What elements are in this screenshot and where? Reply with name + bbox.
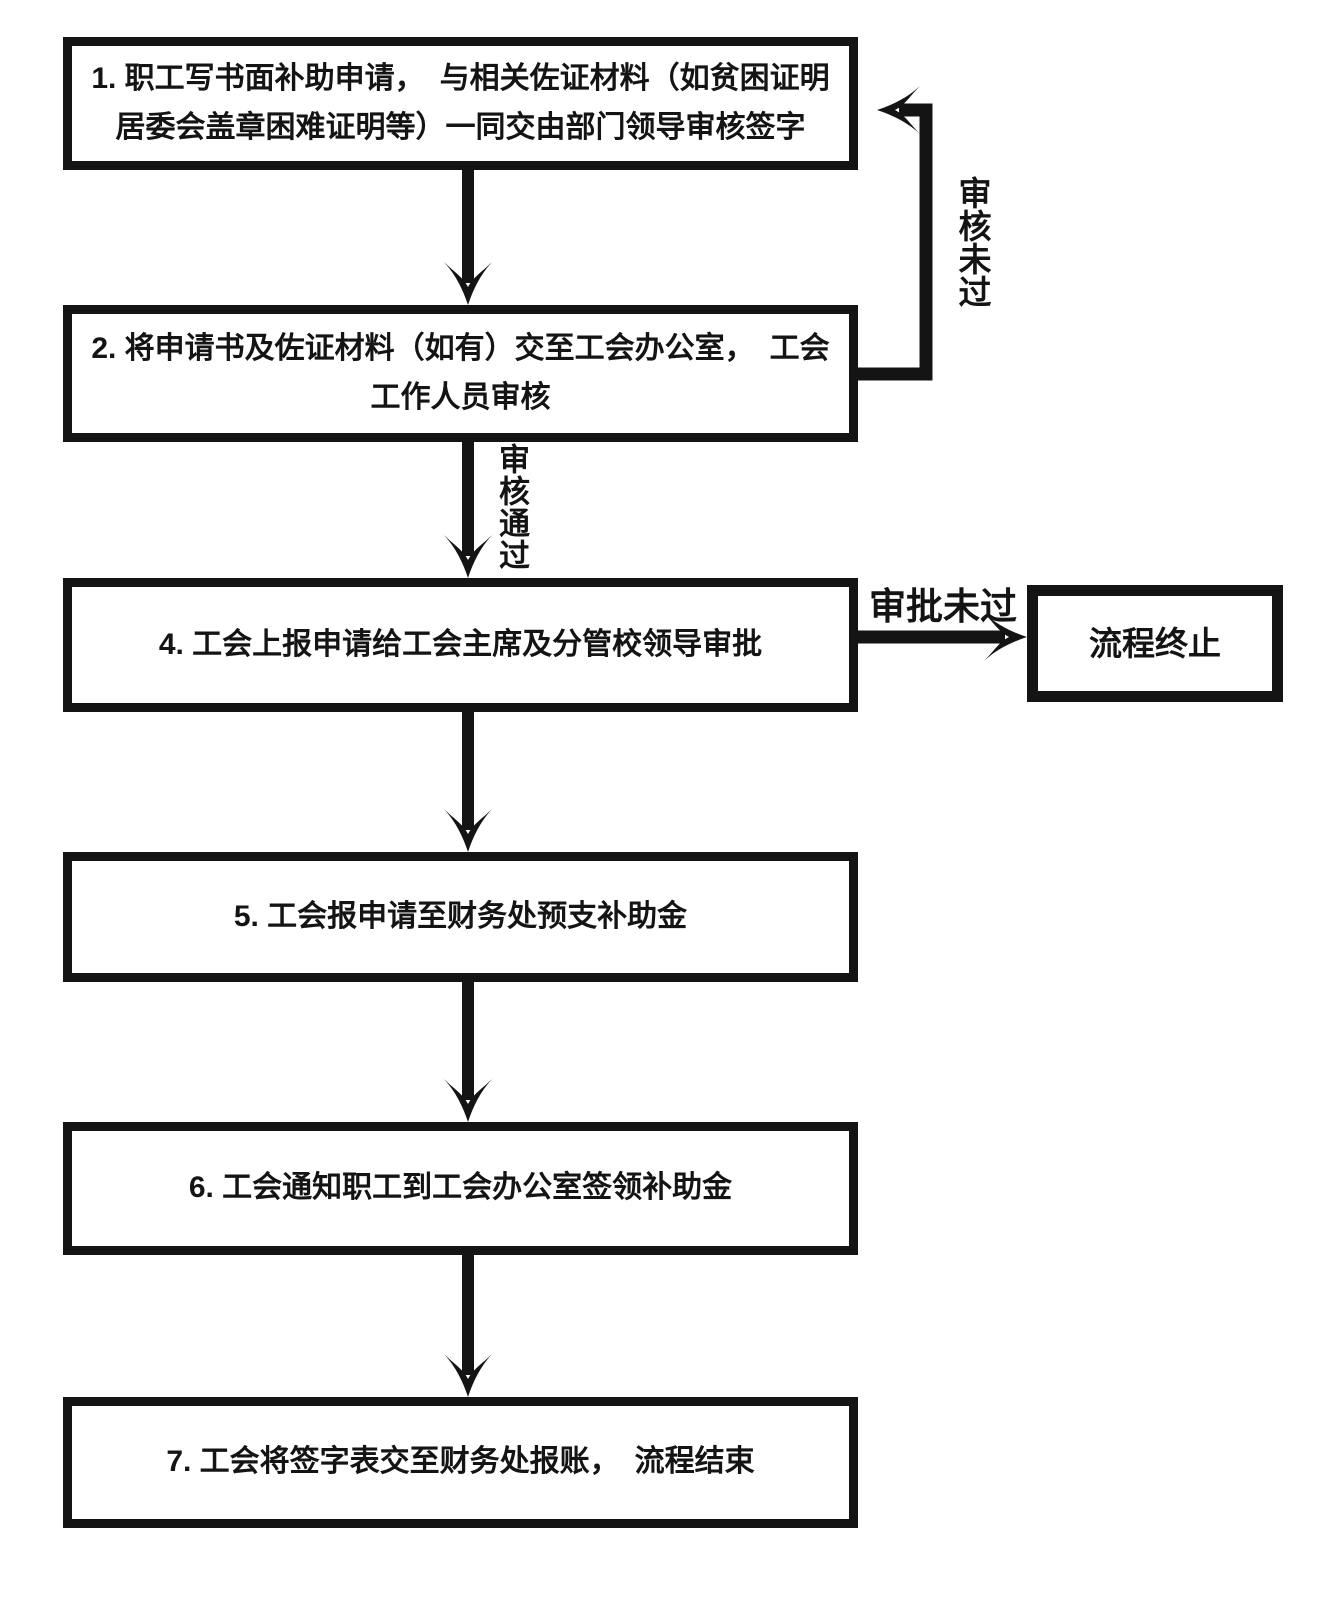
step-6-text: 6. 工会通知职工到工会办公室签领补助金 — [188, 1171, 733, 1205]
arrow-step4-to-step5 — [444, 708, 492, 852]
step-1-text: 1. 职工写书面补助申请， 与相关佐证材料（如贫困证明居委会盖章困难证明等）一同… — [91, 61, 830, 144]
step-7-text: 7. 工会将签字表交至财务处报账， 流程结束 — [166, 1445, 755, 1479]
step-4-box: 4. 工会上报申请给工会主席及分管校领导审批 — [63, 578, 858, 712]
arrow-step2-to-step4 — [444, 438, 492, 578]
step-2-text: 2. 将申请书及佐证材料（如有）交至工会办公室， 工会工作人员审核 — [91, 331, 830, 414]
arrow-step6-to-step7 — [444, 1251, 492, 1397]
edge-label-review-failed: 审核未过 — [954, 176, 991, 308]
step-5-box: 5. 工会报申请至财务处预支补助金 — [63, 852, 858, 982]
arrow-step1-to-step2 — [444, 166, 492, 305]
step-2-box: 2. 将申请书及佐证材料（如有）交至工会办公室， 工会工作人员审核 — [63, 305, 858, 442]
step-7-box: 7. 工会将签字表交至财务处报账， 流程结束 — [63, 1397, 858, 1528]
arrow-step2-back-to-step1 — [856, 86, 933, 381]
step-5-text: 5. 工会报申请至财务处预支补助金 — [233, 899, 688, 933]
step-6-box: 6. 工会通知职工到工会办公室签领补助金 — [63, 1122, 858, 1255]
edge-label-approval-failed: 审批未过 — [869, 586, 1017, 627]
arrow-step5-to-step6 — [444, 978, 492, 1122]
step-1-box: 1. 职工写书面补助申请， 与相关佐证材料（如贫困证明居委会盖章困难证明等）一同… — [63, 37, 858, 170]
terminate-box: 流程终止 — [1027, 585, 1283, 702]
terminate-text: 流程终止 — [1089, 624, 1221, 662]
step-4-text: 4. 工会上报申请给工会主席及分管校领导审批 — [158, 627, 763, 661]
edge-label-review-passed: 审核通过 — [494, 443, 529, 571]
